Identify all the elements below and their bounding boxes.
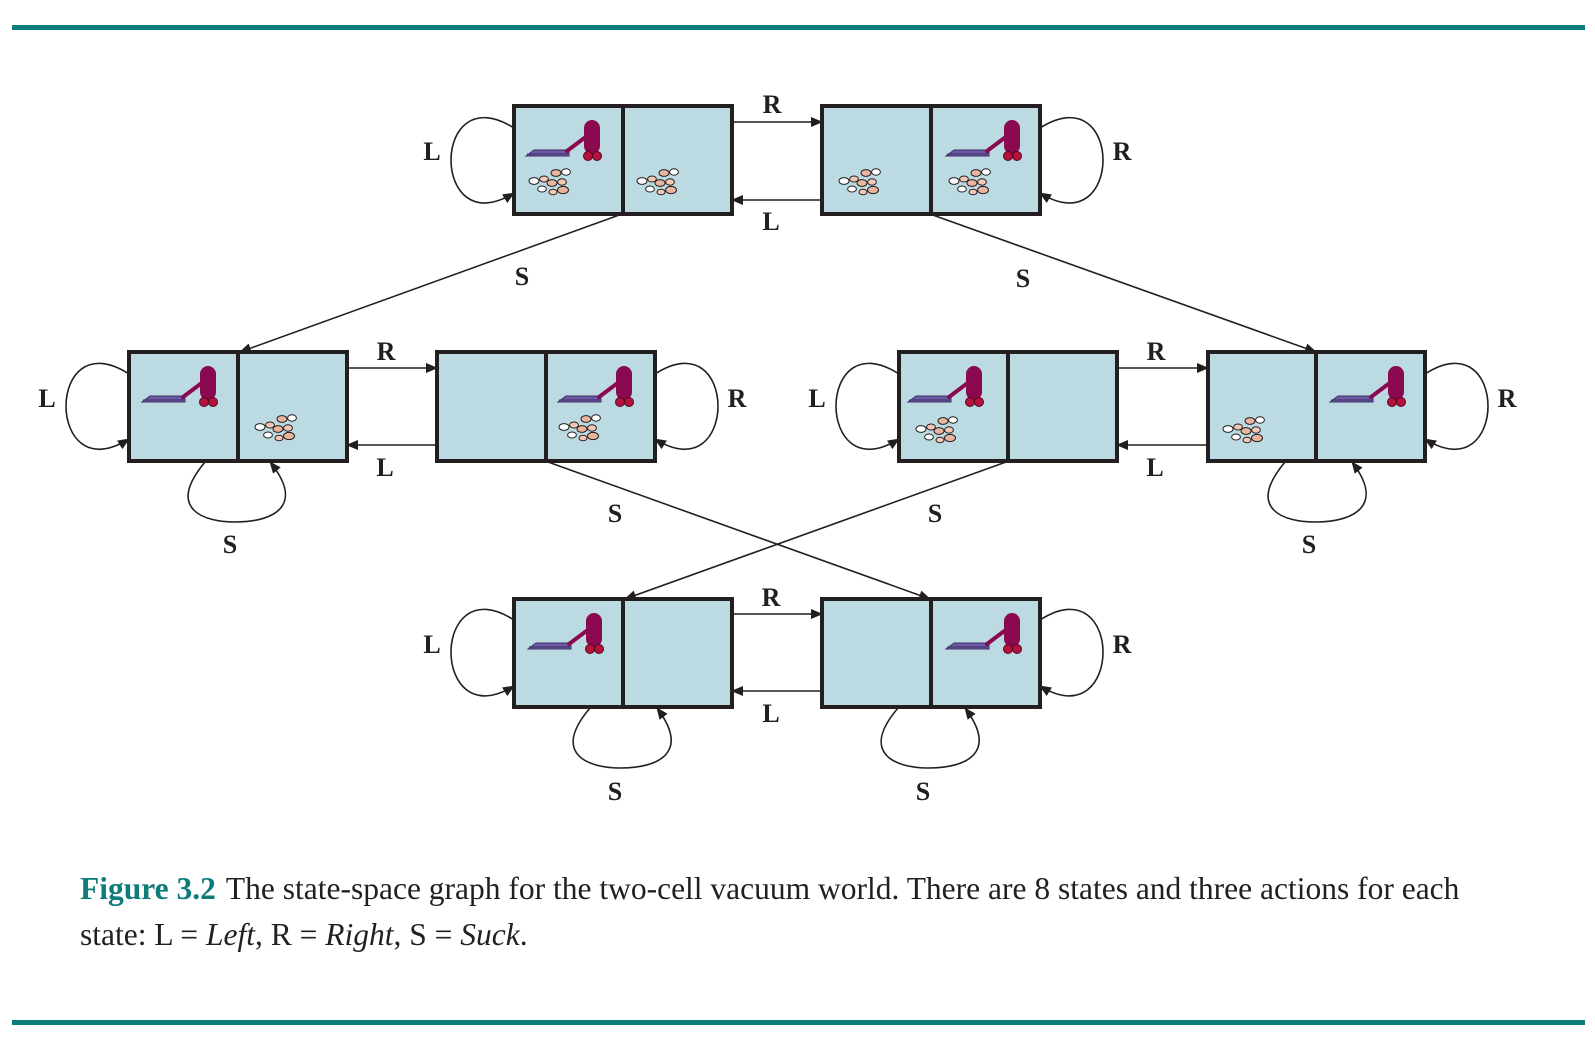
label-suck: S bbox=[223, 530, 237, 559]
label-right: R bbox=[377, 337, 396, 366]
label-right: R bbox=[1498, 384, 1517, 413]
label-suck: S bbox=[515, 262, 529, 291]
label-left: L bbox=[762, 207, 779, 236]
label-right: R bbox=[1113, 630, 1132, 659]
label-left: L bbox=[423, 137, 440, 166]
edge-s2-s4-suck bbox=[929, 213, 1317, 354]
state-space-graph: R L L R S S R L L R S S R L L R S S R L … bbox=[38, 90, 1517, 806]
edge-s1-s5-suck bbox=[239, 213, 623, 353]
state-5 bbox=[127, 350, 349, 463]
edge-s2-self-right bbox=[1039, 116, 1104, 204]
label-right: R bbox=[1147, 337, 1166, 366]
caption-text: , S = bbox=[393, 917, 461, 952]
label-left: L bbox=[376, 453, 393, 482]
label-left: L bbox=[762, 699, 779, 728]
state-3 bbox=[897, 350, 1119, 463]
label-left: L bbox=[1146, 453, 1163, 482]
figure-number: Figure 3.2 bbox=[80, 871, 216, 906]
label-left: L bbox=[808, 384, 825, 413]
edge-s7-self-suck bbox=[572, 707, 672, 769]
label-right: R bbox=[763, 90, 782, 119]
label-suck: S bbox=[608, 777, 622, 806]
state-8 bbox=[820, 597, 1042, 709]
edge-s4-self-suck bbox=[1267, 461, 1367, 523]
label-right: R bbox=[1113, 137, 1132, 166]
edge-s8-self-right bbox=[1039, 608, 1104, 697]
state-1 bbox=[512, 104, 734, 216]
label-suck: S bbox=[1302, 530, 1316, 559]
edge-s5-self-suck bbox=[187, 461, 287, 523]
edge-s5-self-left bbox=[65, 362, 130, 450]
edge-s6-s8-suck bbox=[547, 461, 931, 600]
top-rule bbox=[12, 25, 1585, 30]
caption-suck-word: Suck bbox=[460, 917, 520, 952]
edge-s7-self-left bbox=[450, 608, 515, 697]
label-right: R bbox=[762, 583, 781, 612]
state-7 bbox=[512, 597, 734, 709]
label-left: L bbox=[38, 384, 55, 413]
label-suck: S bbox=[916, 777, 930, 806]
bottom-rule bbox=[12, 1020, 1585, 1025]
caption-left-word: Left bbox=[205, 917, 255, 952]
state-6 bbox=[435, 350, 657, 463]
label-suck: S bbox=[928, 499, 942, 528]
caption-text: The state-space graph for the two-cell v… bbox=[80, 871, 1460, 952]
edge-s8-self-suck bbox=[880, 707, 980, 769]
caption-text: . bbox=[519, 917, 528, 952]
edge-s1-self-left bbox=[450, 116, 515, 204]
caption-right-word: Right bbox=[325, 917, 394, 952]
state-4 bbox=[1206, 350, 1427, 463]
edge-s6-self-right bbox=[654, 362, 719, 450]
caption-text: , R = bbox=[254, 917, 326, 952]
label-left: L bbox=[423, 630, 440, 659]
label-right: R bbox=[728, 384, 747, 413]
edge-s3-self-left bbox=[835, 362, 900, 450]
label-suck: S bbox=[1016, 264, 1030, 293]
edge-s4-self-right bbox=[1424, 362, 1489, 450]
label-suck: S bbox=[608, 499, 622, 528]
edge-s3-s7-suck bbox=[624, 461, 1007, 600]
state-2 bbox=[820, 104, 1042, 216]
